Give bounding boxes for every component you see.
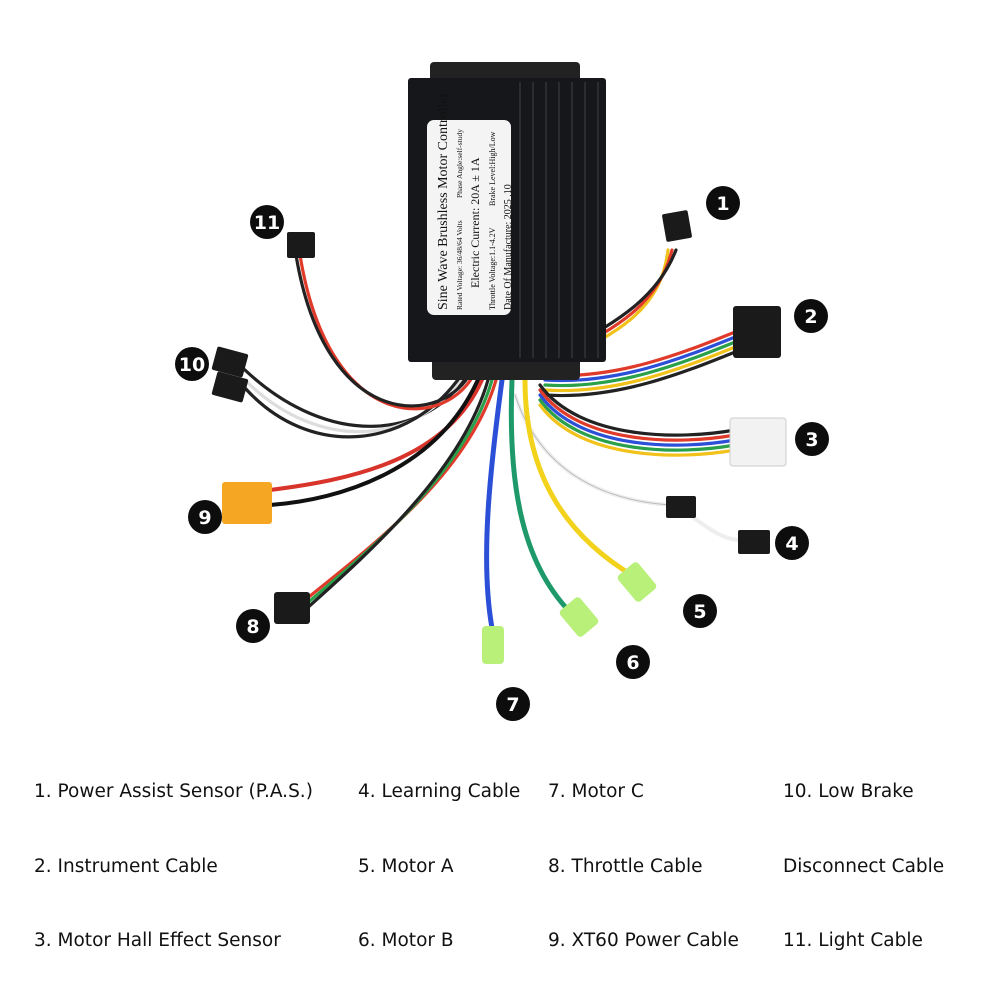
label-current: Electric Current: 20A ± 1A — [468, 157, 482, 288]
svg-text:1: 1 — [716, 193, 729, 215]
callout-3: 3 — [795, 422, 829, 456]
callout-5: 5 — [683, 594, 717, 628]
callout-11: 11 — [250, 205, 284, 239]
controller-label — [427, 120, 511, 315]
svg-text:5: 5 — [693, 601, 706, 623]
legend-item: 8. Throttle Cable — [548, 856, 703, 877]
legend-item: 7. Motor C — [548, 781, 644, 802]
light-connector — [287, 232, 315, 258]
legend-item: 6. Motor B — [358, 930, 454, 951]
label-phase-angle: Phase Angle:self-study — [455, 129, 464, 198]
svg-text:2: 2 — [804, 306, 817, 328]
callout-6: 6 — [616, 645, 650, 679]
svg-text:7: 7 — [506, 694, 519, 716]
legend-item: 10. Low Brake — [783, 781, 914, 802]
callout-2: 2 — [794, 299, 828, 333]
label-date: Date Of Manufacture: 2025 .10 — [503, 184, 514, 310]
callout-1: 1 — [706, 186, 740, 220]
legend-item: 3. Motor Hall Effect Sensor — [34, 930, 281, 951]
svg-text:3: 3 — [805, 429, 818, 451]
label-title: Sine Wave Brushless Motor Controller — [436, 93, 451, 310]
learning-connector-b — [738, 530, 770, 554]
callout-7: 7 — [496, 687, 530, 721]
hall-connector — [729, 417, 787, 467]
callout-badges: 1 2 3 4 5 6 7 8 9 10 11 — [175, 186, 829, 721]
controller-diagram: Sine Wave Brushless Motor Controller Rat… — [175, 62, 829, 721]
label-brake-level: Brake Level:High/Low — [488, 131, 497, 206]
connectors — [211, 210, 787, 664]
svg-text:8: 8 — [246, 616, 259, 638]
legend-item: 11. Light Cable — [783, 930, 923, 951]
svg-text:9: 9 — [198, 507, 211, 529]
legend-item: 1. Power Assist Sensor (P.A.S.) — [34, 781, 313, 802]
legend-item: 4. Learning Cable — [358, 781, 521, 802]
motor-c-connector — [482, 626, 504, 664]
label-rated-voltage: Rated Voltage: 36/48/64 Volts — [455, 220, 464, 310]
throttle-connector — [274, 592, 310, 624]
legend-item: 5. Motor A — [358, 856, 454, 877]
svg-text:10: 10 — [179, 354, 205, 376]
xt60-connector — [222, 482, 272, 524]
callout-4: 4 — [775, 526, 809, 560]
callout-10: 10 — [175, 347, 209, 381]
instrument-connector — [733, 306, 781, 358]
pas-connector — [662, 210, 692, 242]
callout-8: 8 — [236, 609, 270, 643]
svg-text:4: 4 — [785, 533, 798, 555]
legend-item: Disconnect Cable — [783, 856, 945, 877]
legend-item: 2. Instrument Cable — [34, 856, 218, 877]
brake-connector-b — [211, 371, 249, 403]
label-throttle-voltage: Throttle Voltage:1.1-4.2V — [488, 227, 497, 310]
motor-controller: Sine Wave Brushless Motor Controller Rat… — [408, 62, 606, 380]
svg-text:11: 11 — [254, 212, 280, 234]
svg-text:6: 6 — [626, 652, 639, 674]
learning-connector-a — [666, 496, 696, 518]
brake-connector-a — [211, 346, 249, 378]
legend-item: 9. XT60 Power Cable — [548, 930, 739, 951]
motor-b-connector — [559, 597, 599, 637]
callout-9: 9 — [188, 500, 222, 534]
motor-a-connector — [617, 562, 657, 602]
cables — [243, 248, 742, 631]
